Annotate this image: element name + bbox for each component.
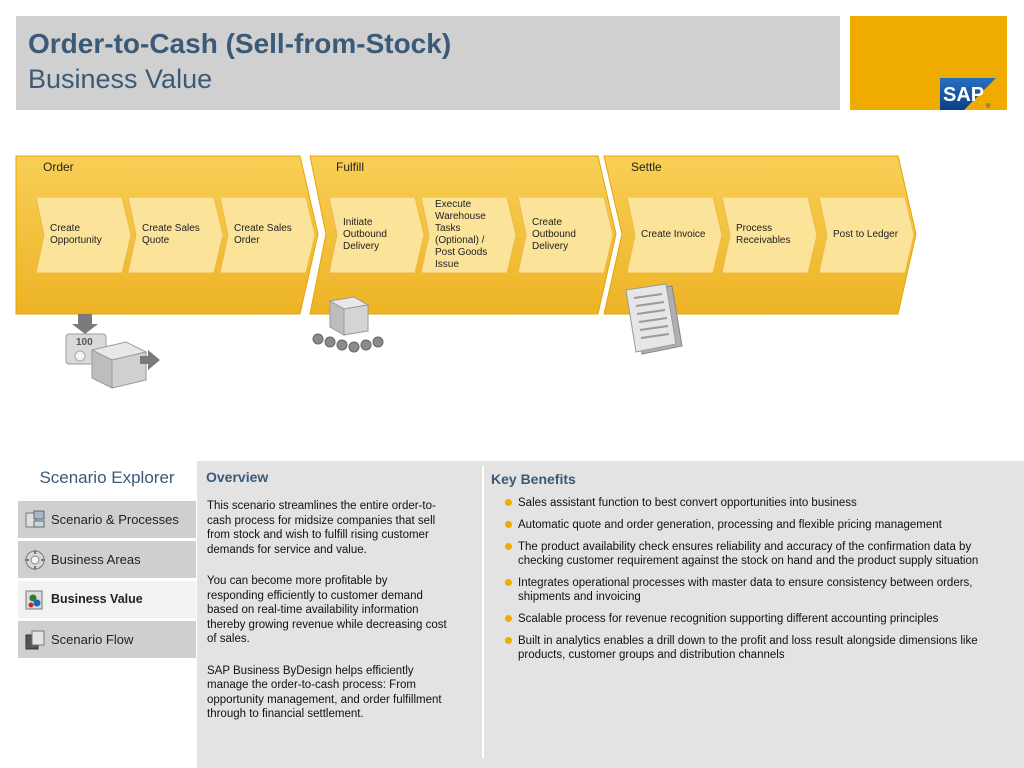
step-label: Create Invoice bbox=[641, 229, 706, 240]
step-post-to-ledger[interactable]: Post to Ledger bbox=[819, 197, 914, 273]
step-label: Initiate Outbound Delivery bbox=[343, 217, 387, 252]
bullet-icon bbox=[505, 521, 512, 528]
bullet-icon bbox=[505, 637, 512, 644]
step-label: Create Outbound Delivery bbox=[532, 217, 576, 252]
step-initiate-outbound-delivery[interactable]: Initiate Outbound Delivery bbox=[329, 197, 424, 273]
step-execute-warehouse-tasks[interactable]: Execute Warehouse Tasks (Optional) / Pos… bbox=[421, 197, 516, 273]
page-subtitle: Business Value bbox=[28, 64, 213, 94]
bullet-icon bbox=[505, 579, 512, 586]
bullet-icon bbox=[505, 499, 512, 506]
column-divider bbox=[482, 466, 484, 758]
nav-label: Business Areas bbox=[51, 552, 141, 567]
phase-label-order: Order bbox=[43, 160, 74, 174]
scenario-flow-icon bbox=[25, 630, 45, 650]
nav-item-business-value[interactable]: Business Value bbox=[18, 581, 196, 620]
benefit-item: Integrates operational processes with ma… bbox=[504, 576, 1004, 604]
benefit-item: The product availability check ensures r… bbox=[504, 540, 1004, 568]
process-flow: Order Fulfill Settle Create Opportunity … bbox=[0, 150, 1024, 410]
logo-box: SAP ® bbox=[850, 16, 1007, 110]
sap-logo-icon: SAP ® bbox=[940, 78, 996, 110]
business-areas-icon bbox=[25, 550, 45, 570]
nav-label: Scenario & Processes bbox=[51, 512, 179, 527]
sap-logo-text: SAP bbox=[943, 84, 984, 106]
warehouse-conveyor-icon bbox=[312, 296, 384, 353]
benefit-item: Automatic quote and order generation, pr… bbox=[504, 518, 1004, 532]
benefit-item: Scalable process for revenue recognition… bbox=[504, 612, 1004, 626]
benefit-text: Automatic quote and order generation, pr… bbox=[518, 519, 942, 531]
benefit-text: Sales assistant function to best convert… bbox=[518, 497, 857, 509]
step-create-opportunity[interactable]: Create Opportunity bbox=[36, 197, 131, 273]
benefit-text: Scalable process for revenue recognition… bbox=[518, 613, 939, 625]
step-create-sales-quote[interactable]: Create Sales Quote bbox=[128, 197, 223, 273]
stock-boxes-icon: 100 bbox=[65, 314, 160, 389]
business-value-icon bbox=[25, 590, 43, 610]
overview-paragraph: SAP Business ByDesign helps efficiently … bbox=[207, 664, 442, 721]
svg-text:®: ® bbox=[986, 103, 991, 110]
benefit-item: Built in analytics enables a drill down … bbox=[504, 634, 1004, 662]
step-label: Process Receivables bbox=[736, 223, 791, 246]
step-create-sales-order[interactable]: Create Sales Order bbox=[220, 197, 315, 273]
key-benefits-title: Key Benefits bbox=[491, 471, 576, 487]
benefit-item: Sales assistant function to best convert… bbox=[504, 496, 1004, 510]
phase-label-fulfill: Fulfill bbox=[336, 160, 365, 174]
nav-item-scenario-processes[interactable]: Scenario & Processes bbox=[18, 501, 196, 540]
step-label: Create Sales Quote bbox=[142, 223, 200, 246]
nav-item-scenario-flow[interactable]: Scenario Flow bbox=[18, 621, 196, 660]
svg-text:100: 100 bbox=[76, 337, 93, 348]
overview-paragraph: This scenario streamlines the entire ord… bbox=[207, 500, 436, 556]
benefit-text: Built in analytics enables a drill down … bbox=[518, 635, 978, 661]
benefit-text: The product availability check ensures r… bbox=[518, 541, 979, 567]
overview-paragraph: You can become more profitable by respon… bbox=[207, 575, 447, 645]
benefit-text: Integrates operational processes with ma… bbox=[518, 577, 973, 603]
nav-item-business-areas[interactable]: Business Areas bbox=[18, 541, 196, 580]
overview-title: Overview bbox=[206, 469, 269, 485]
step-create-outbound-delivery[interactable]: Create Outbound Delivery bbox=[518, 197, 613, 273]
step-label: Create Opportunity bbox=[50, 223, 102, 246]
phase-label-settle: Settle bbox=[631, 160, 662, 174]
scenario-explorer-title: Scenario Explorer bbox=[39, 468, 175, 487]
bullet-icon bbox=[505, 543, 512, 550]
header-banner: Order-to-Cash (Sell-from-Stock) Business… bbox=[16, 16, 840, 110]
page-title: Order-to-Cash (Sell-from-Stock) bbox=[28, 28, 452, 59]
step-process-receivables[interactable]: Process Receivables bbox=[722, 197, 817, 273]
nav-label: Scenario Flow bbox=[51, 632, 134, 647]
overview-text: This scenario streamlines the entire ord… bbox=[207, 499, 447, 739]
step-label: Create Sales Order bbox=[234, 223, 292, 246]
content-panel bbox=[197, 461, 1024, 768]
bullet-icon bbox=[505, 615, 512, 622]
key-benefits-list: Sales assistant function to best convert… bbox=[504, 496, 1004, 670]
step-label: Post to Ledger bbox=[833, 229, 899, 240]
step-label: Execute Warehouse Tasks (Optional) / Pos… bbox=[435, 199, 488, 270]
nav-label: Business Value bbox=[51, 592, 143, 606]
invoice-document-icon bbox=[625, 283, 683, 355]
scenario-processes-icon bbox=[25, 510, 45, 528]
step-create-invoice[interactable]: Create Invoice bbox=[627, 197, 722, 273]
